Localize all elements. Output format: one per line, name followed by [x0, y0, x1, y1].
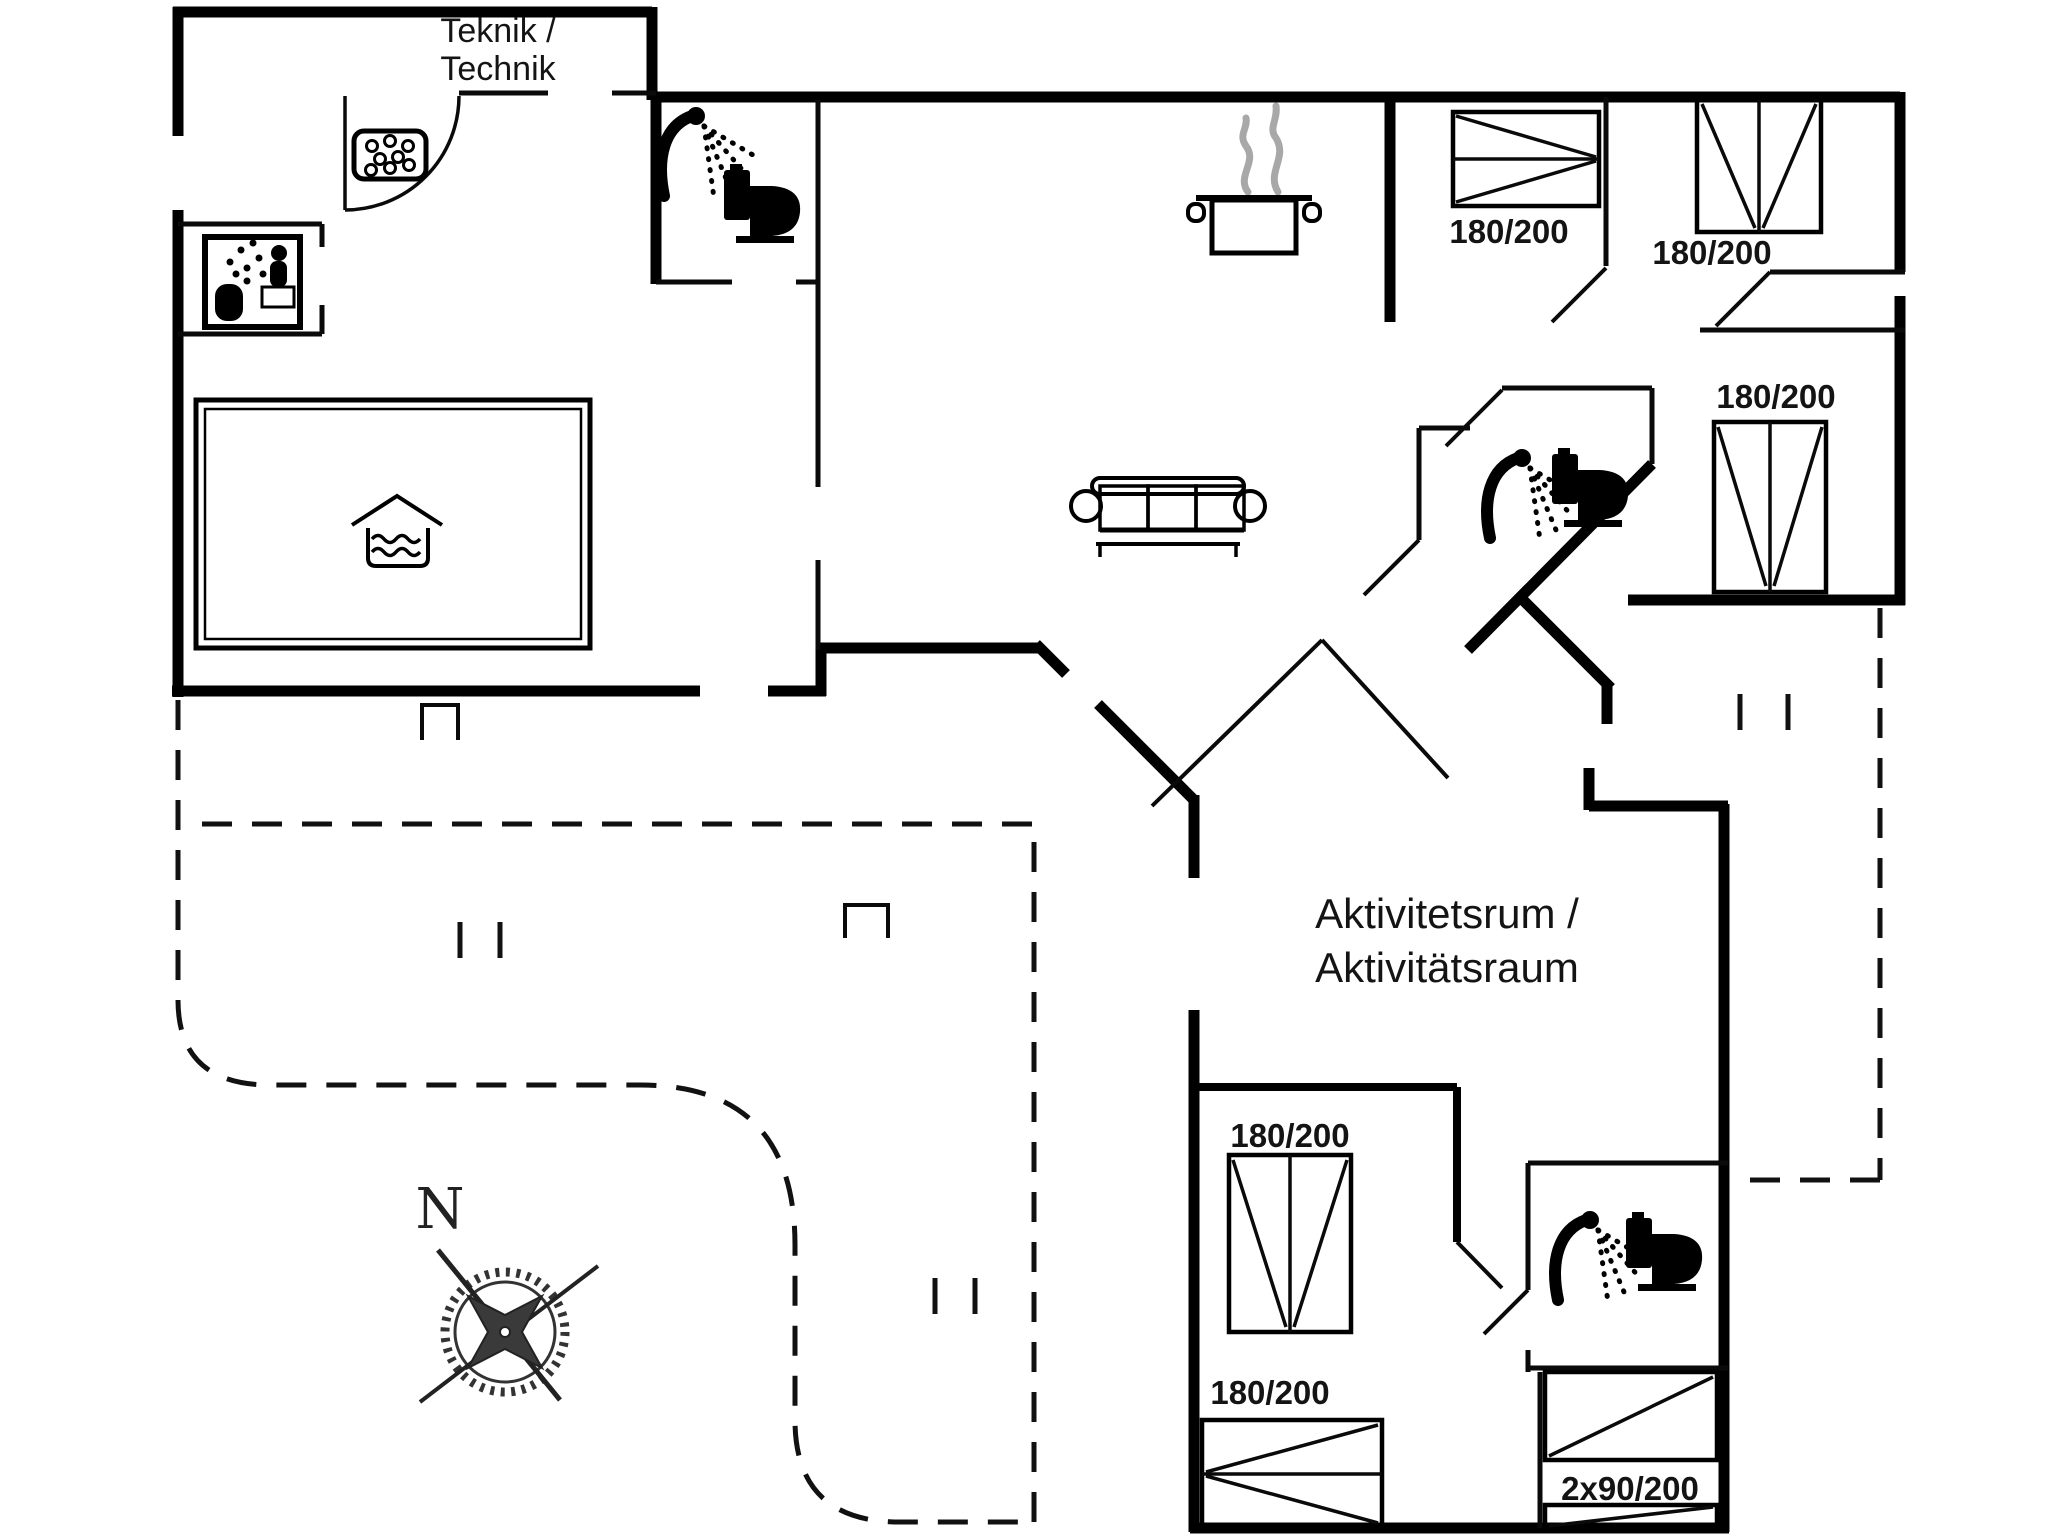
swimming-pool [193, 397, 593, 651]
bed-symbol-bottom-horizontal [1199, 1417, 1385, 1531]
shower-icon [1549, 1211, 1655, 1306]
shower-icon [655, 107, 761, 202]
window-tick-marks [457, 694, 1791, 1314]
utility-room-label-line1: Teknik / [440, 12, 556, 50]
walls-thick [172, 6, 1906, 1534]
bed-size-label: 180/200 [1449, 213, 1568, 250]
toilet-icon [1552, 448, 1629, 527]
bathroom-top [655, 107, 801, 243]
bed-symbol-top-2 [1694, 97, 1824, 235]
doorstep-symbols [420, 703, 890, 938]
covered-pool-icon [350, 493, 444, 568]
bed-size-label: 2x90/200 [1561, 1470, 1699, 1507]
washing-machine-icon [351, 128, 429, 182]
bed-size-label: 180/200 [1652, 234, 1771, 271]
bed-size-label: 180/200 [1716, 378, 1835, 415]
bed-symbol-bunk-1 [1542, 1369, 1720, 1463]
utility-room-label-line2: Technik [440, 50, 556, 88]
bed-symbol-bottom-vertical [1226, 1152, 1354, 1335]
compass-rose-icon [418, 1248, 600, 1404]
bed-symbol-top-1 [1450, 109, 1602, 209]
compass-north-label: N [416, 1177, 465, 1242]
sofa-icon [1069, 476, 1267, 557]
cooking-pot-icon [1186, 102, 1322, 256]
bathroom-bottom [1549, 1211, 1703, 1306]
sauna-icon [202, 234, 303, 330]
bathroom-middle [1481, 448, 1629, 544]
bed-size-label: 180/200 [1230, 1117, 1349, 1154]
bed-symbol-bunk-2 [1542, 1502, 1720, 1531]
activity-room-label-line2: Aktivitätsraum [1315, 944, 1579, 991]
terrace-dashed-outline [175, 608, 1883, 1525]
door-leaves [1150, 266, 1772, 1336]
bed-size-label: 180/200 [1210, 1374, 1329, 1411]
bed-symbol-right [1711, 419, 1829, 595]
toilet-icon [1626, 1212, 1703, 1291]
walls-interior [178, 90, 1905, 1528]
toilet-icon [724, 164, 801, 243]
activity-room-label-line1: Aktivitetsrum / [1315, 890, 1579, 937]
